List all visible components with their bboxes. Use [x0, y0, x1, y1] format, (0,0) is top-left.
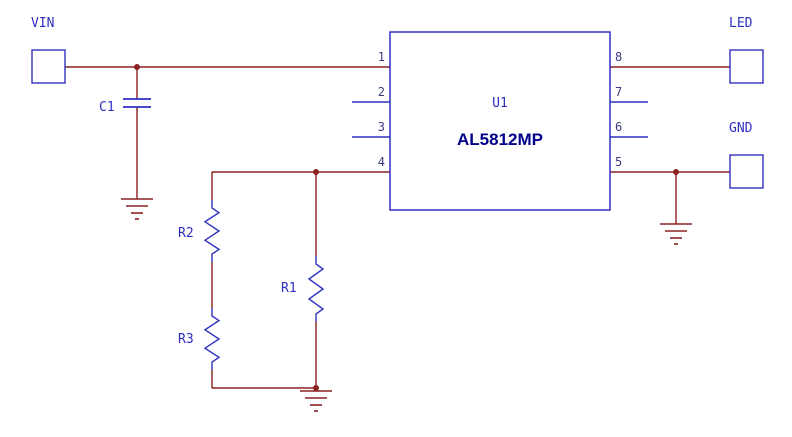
led-port-symbol: [729, 49, 764, 84]
pin-number-8: 8: [615, 50, 622, 64]
r3-label: R3: [178, 332, 194, 347]
pin-number-7: 7: [615, 85, 622, 99]
gnd-port-label: GND: [729, 121, 753, 136]
ic-part-number: AL5812MP: [457, 130, 543, 149]
c1-capacitor-symbol: [123, 98, 151, 108]
ic-body: [389, 31, 611, 211]
pin-number-3: 3: [378, 120, 385, 134]
gnd-port-symbol: [729, 154, 764, 189]
junction-dot-bottom: [313, 385, 319, 391]
vin-port-label: VIN: [31, 16, 54, 31]
ground-symbol-gnd-pin: [660, 223, 692, 245]
r3-resistor-symbol: [203, 308, 221, 370]
pin-number-1: 1: [378, 50, 385, 64]
junction-dot-r1: [313, 169, 319, 175]
r1-resistor-symbol: [307, 256, 325, 322]
ic-u1: 1 2 3 4 8 7 6 5 U1 AL5812MP: [352, 31, 648, 211]
pin-number-6: 6: [615, 120, 622, 134]
pin-number-5: 5: [615, 155, 622, 169]
pin-number-2: 2: [378, 85, 385, 99]
ground-symbol-c1: [121, 198, 153, 220]
junction-dot-c1: [134, 64, 140, 70]
r2-label: R2: [178, 226, 194, 241]
led-port-label: LED: [729, 16, 753, 31]
vin-port-symbol: [31, 49, 66, 84]
pin-number-4: 4: [378, 155, 385, 169]
ground-symbol-resistors: [300, 390, 332, 412]
r2-resistor-symbol: [203, 200, 221, 262]
ic-refdes: U1: [492, 96, 508, 111]
c1-label: C1: [99, 100, 115, 115]
r1-label: R1: [281, 281, 297, 296]
junction-dot-gnd: [673, 169, 679, 175]
